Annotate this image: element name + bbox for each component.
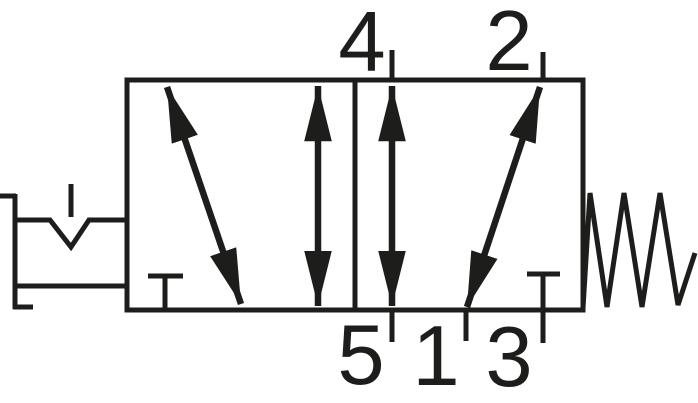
blocked-port-icon-left <box>148 273 183 310</box>
valve-body <box>124 77 586 313</box>
port-label-5: 5 <box>337 308 384 403</box>
port-label-1: 1 <box>412 309 459 403</box>
position-box-right <box>378 85 560 310</box>
position-box-left <box>148 85 332 310</box>
port-labels: 4 2 5 1 3 <box>337 0 532 403</box>
flow-arrow-diagonal-left-icon <box>163 85 245 306</box>
spring-icon <box>580 192 698 309</box>
port-label-4: 4 <box>338 0 385 90</box>
detent-icon <box>0 184 127 310</box>
port-label-3: 3 <box>485 310 532 403</box>
flow-arrow-diagonal-right-icon <box>463 85 544 309</box>
spring-zigzag <box>580 192 698 309</box>
blocked-port-icon-right <box>527 271 560 310</box>
port-ticks <box>389 50 546 343</box>
port-label-2: 2 <box>485 0 532 89</box>
detent-notch-plate <box>15 217 127 252</box>
